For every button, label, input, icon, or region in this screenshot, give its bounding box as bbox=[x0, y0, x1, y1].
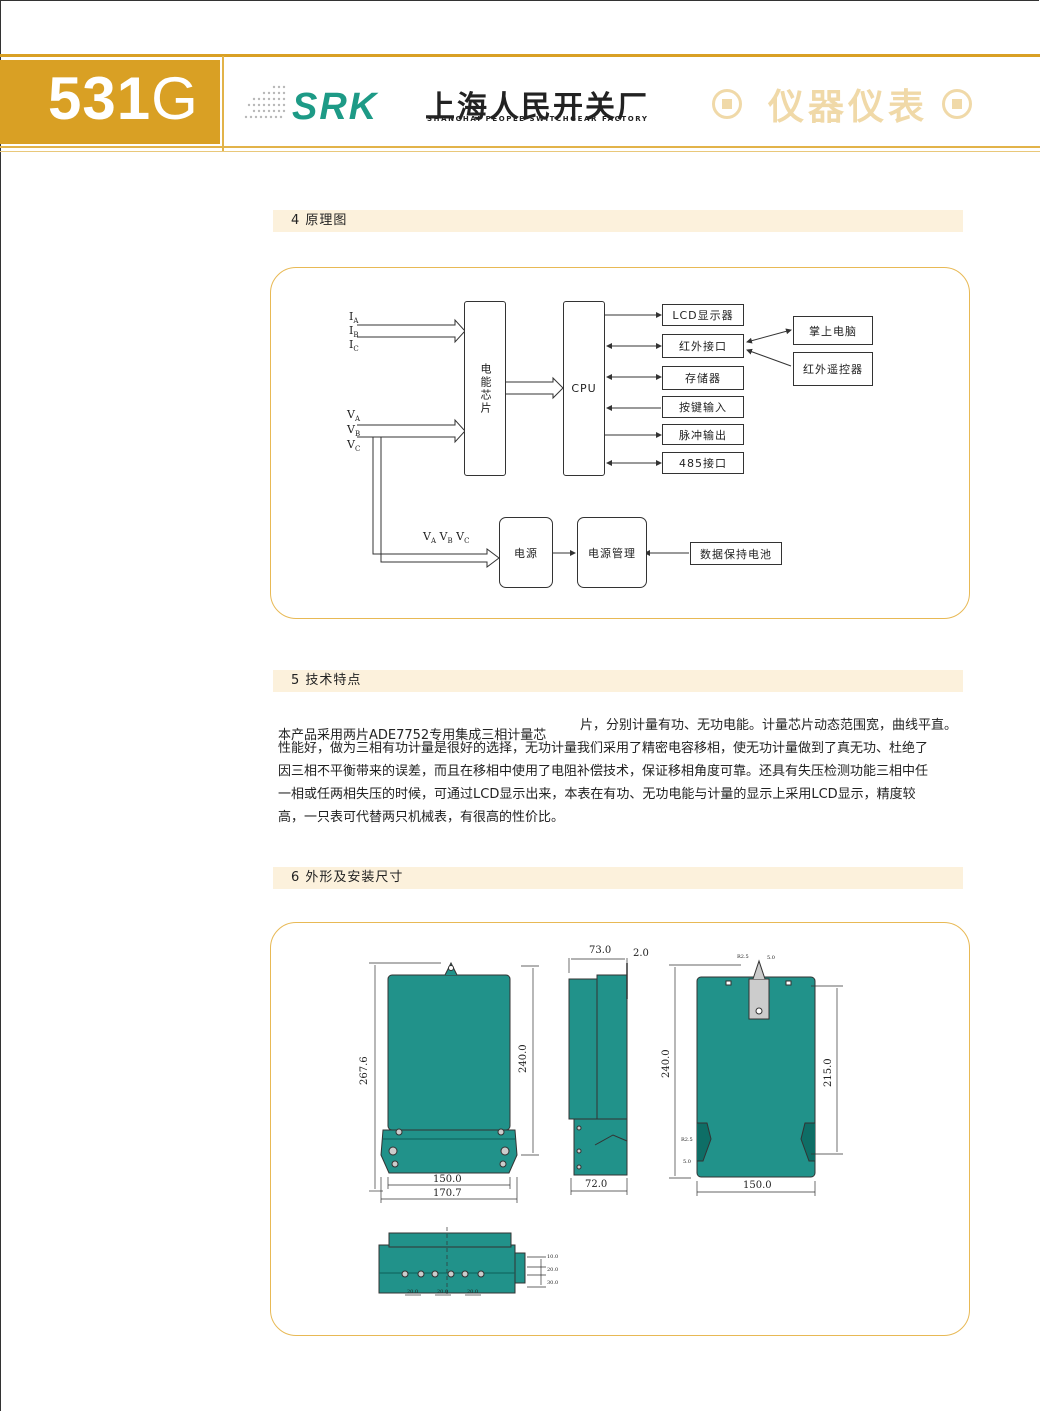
features-line-1b: 片，分别计量有功、无功电能。计量芯片动态范围宽，曲线平直。 bbox=[580, 718, 958, 733]
model-number: 531G bbox=[48, 65, 199, 132]
dim-bottom-pitch: 20.0 bbox=[407, 1289, 419, 1295]
logo-dots-icon bbox=[244, 85, 286, 119]
dim-back-width: 150.0 bbox=[743, 1180, 772, 1191]
features-line: 性能好，做为三相有功计量是很好的选择，无功计量我们采用了精密电容移相，使无功计量… bbox=[278, 741, 929, 756]
backup-battery-block: 数据保持电池 bbox=[690, 542, 782, 565]
features-line: 高，一只表可代替两只机械表，有很高的性价比。 bbox=[278, 810, 565, 825]
dimension-drawing bbox=[369, 958, 843, 1296]
storage-block: 存储器 bbox=[662, 366, 744, 390]
lcd-display-block: LCD显示器 bbox=[662, 304, 744, 326]
header-bottom-rule-thin bbox=[0, 151, 1040, 152]
power-input-labels: VA VB VC bbox=[423, 530, 470, 546]
dim-front-body-height: 240.0 bbox=[518, 1044, 529, 1073]
dim-back-r3: R2.5 bbox=[681, 1137, 693, 1143]
bottom-view bbox=[378, 1227, 526, 1295]
voltage-input-b: VB bbox=[347, 423, 361, 439]
dim-back-r2: 5.0 bbox=[767, 955, 775, 961]
dim-side-hook: 2.0 bbox=[633, 948, 649, 959]
model-badge bbox=[0, 60, 220, 144]
header-separator bbox=[222, 56, 224, 152]
dim-bottom-pitch: 20.0 bbox=[437, 1289, 449, 1295]
features-line-1a: 本产品采用两片ADE7752专用集成三相计量芯 bbox=[278, 728, 547, 743]
dim-side-base: 72.0 bbox=[585, 1179, 608, 1190]
section-title-features: 5 技术特点 bbox=[273, 670, 963, 692]
power-management-block: 电源管理 bbox=[577, 517, 647, 588]
dim-front-height: 267.6 bbox=[359, 1056, 370, 1085]
dim-front-width-inner: 150.0 bbox=[433, 1174, 462, 1185]
pulse-output-block: 脉冲输出 bbox=[662, 424, 744, 445]
dim-side-depth: 73.0 bbox=[589, 945, 612, 956]
company-name-cn: 上海人民开关厂 bbox=[425, 90, 649, 125]
power-supply-block: 电源 bbox=[499, 517, 553, 588]
dim-front-width-outer: 170.7 bbox=[433, 1188, 462, 1199]
cpu-block: CPU bbox=[563, 301, 605, 476]
dim-back-r1: R2.5 bbox=[737, 954, 749, 960]
dim-bottom-height: 30.0 bbox=[547, 1280, 559, 1286]
voltage-input-a: VA bbox=[347, 408, 361, 424]
dim-back-mount: 215.0 bbox=[823, 1058, 834, 1087]
schematic-panel: IA IB IC VA VB VC VA VB VC 电能芯片 CPU LCD显… bbox=[270, 267, 970, 619]
category-label: 仪器仪表 bbox=[712, 82, 973, 128]
dim-back-height: 240.0 bbox=[661, 1049, 672, 1078]
current-input-c: IC bbox=[349, 338, 359, 354]
header-bottom-rule bbox=[0, 146, 1040, 148]
current-input-b: IB bbox=[349, 324, 359, 340]
brand-logo: SRK bbox=[292, 86, 379, 128]
pda-block: 掌上电脑 bbox=[793, 316, 873, 345]
header-top-rule bbox=[0, 54, 1040, 57]
dim-bottom-pitch: 20.0 bbox=[467, 1289, 479, 1295]
category-text: 仪器仪表 bbox=[768, 87, 929, 128]
square-circle-icon bbox=[942, 89, 973, 119]
key-input-block: 按键输入 bbox=[662, 396, 744, 418]
dimension-panel: 267.6 240.0 150.0 170.7 73.0 2.0 72.0 24… bbox=[270, 922, 970, 1336]
section-title-schematic: 4 原理图 bbox=[273, 210, 963, 232]
features-line: 一相或任两相失压的时候，可通过LCD显示出来，本表在有功、无功电能与计量的显示上… bbox=[278, 787, 916, 802]
rs485-interface-block: 485接口 bbox=[662, 452, 744, 474]
dim-back-r4: 5.0 bbox=[683, 1159, 691, 1165]
voltage-input-c: VC bbox=[347, 438, 361, 454]
current-input-a: IA bbox=[349, 310, 359, 326]
company-name-en: SHANGHAI PEOPLE SWITCHGEAR FACTORY bbox=[427, 115, 649, 123]
side-view bbox=[568, 963, 628, 1176]
features-line: 因三相不平衡带来的误差，而且在移相中使用了电阻补偿技术，保证移相角度可靠。还具有… bbox=[278, 764, 929, 779]
dim-bottom-height: 10.0 bbox=[547, 1254, 559, 1260]
ir-interface-block: 红外接口 bbox=[662, 334, 744, 358]
front-view bbox=[380, 961, 518, 1174]
section-title-dimensions: 6 外形及安装尺寸 bbox=[273, 867, 963, 889]
dim-bottom-height: 20.0 bbox=[547, 1267, 559, 1273]
back-view bbox=[696, 959, 816, 1178]
square-circle-icon bbox=[712, 89, 742, 119]
ir-remote-block: 红外遥控器 bbox=[793, 352, 873, 386]
energy-chip-block: 电能芯片 bbox=[464, 301, 506, 476]
